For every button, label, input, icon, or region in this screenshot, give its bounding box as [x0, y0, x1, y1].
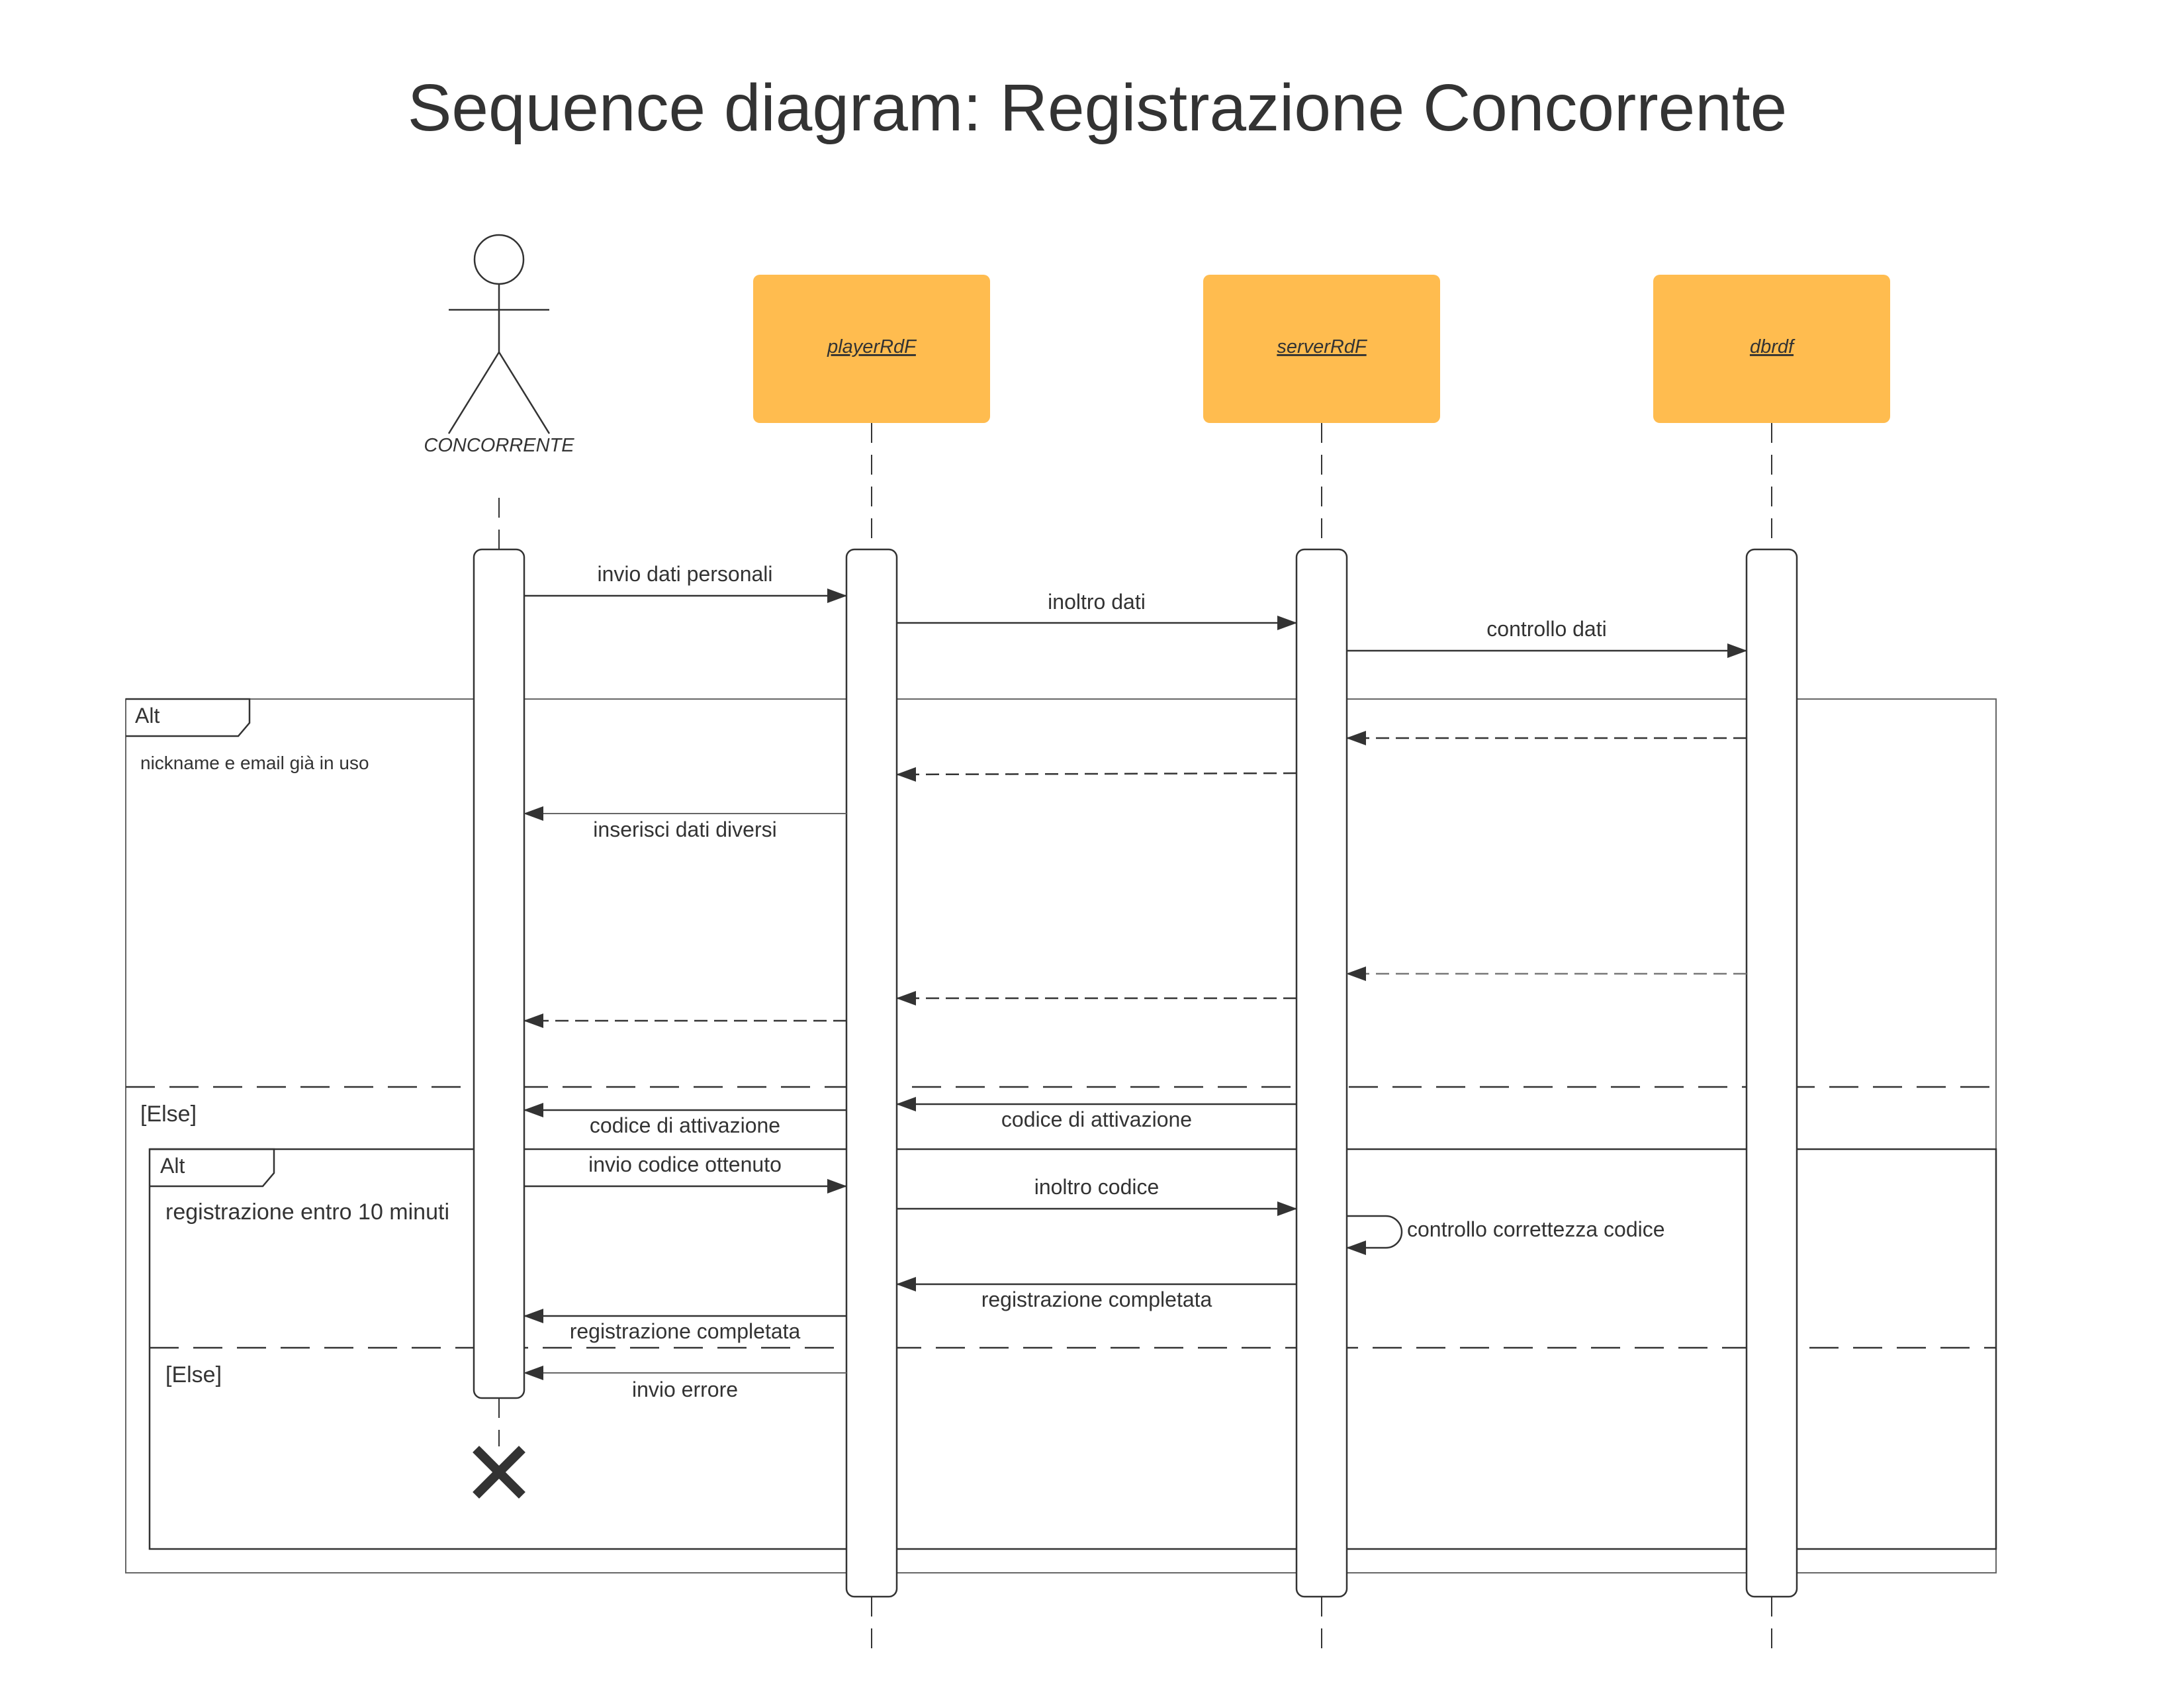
frame-else: [Else]	[140, 1102, 197, 1127]
activation-player	[845, 548, 898, 1598]
alt-frame-outer: Alt nickname e email già in uso [Else]	[125, 698, 1997, 1573]
message-label: inoltro codice	[1034, 1175, 1160, 1199]
object-label: dbrdf	[1750, 336, 1796, 357]
object-box	[753, 275, 990, 423]
message-label: inoltro dati	[1048, 590, 1146, 614]
message-label: invio codice ottenuto	[588, 1152, 782, 1176]
message-inserisci-dati: inserisci dati diversi	[523, 806, 846, 841]
message-controllo-codice: controllo correttezza codice	[1346, 1215, 1665, 1255]
message-inoltro-codice: inoltro codice	[897, 1175, 1297, 1216]
object-dbrdf: dbrdf	[1653, 275, 1890, 423]
stick-figure-icon	[447, 234, 551, 434]
frame-tag: Alt	[160, 1154, 185, 1178]
message-label: registrazione completata	[981, 1288, 1212, 1311]
object-box	[1653, 275, 1890, 423]
alt-frame-inner: Alt registrazione entro 10 minuti [Else]	[148, 1148, 1997, 1550]
message-controllo-dati: controllo dati	[1347, 617, 1747, 658]
message-label: controllo dati	[1486, 617, 1606, 641]
message-label: registrazione completata	[570, 1319, 801, 1343]
actor-concorrente: CONCORRENTE	[424, 234, 574, 456]
object-serverRdF: serverRdF	[1203, 275, 1440, 423]
message-invio-codice: invio codice ottenuto	[524, 1152, 847, 1194]
frame-guard: nickname e email già in uso	[140, 753, 369, 773]
message-inoltro-dati: inoltro dati	[897, 590, 1297, 630]
object-label: serverRdF	[1277, 336, 1368, 357]
message-codice-player: codice di attivazione	[523, 1103, 846, 1137]
message-registrazione-server: registrazione completata	[896, 1277, 1297, 1311]
return-server-player-1	[896, 767, 1297, 782]
page-title: Sequence diagram: Registrazione Concorre…	[408, 71, 1788, 145]
actor-label: CONCORRENTE	[424, 435, 574, 456]
message-registrazione-player: registrazione completata	[523, 1309, 846, 1343]
message-label: controllo correttezza codice	[1407, 1217, 1665, 1241]
message-label: invio errore	[632, 1378, 738, 1401]
activation-concorrente	[473, 548, 525, 1399]
object-label: playerRdF	[827, 336, 917, 357]
activation-server	[1295, 548, 1348, 1598]
message-label: codice di attivazione	[590, 1113, 780, 1137]
message-invio-errore: invio errore	[523, 1366, 846, 1401]
activation-db	[1745, 548, 1798, 1598]
destroy-x-icon	[473, 1446, 525, 1499]
message-invio-dati: invio dati personali	[524, 562, 847, 603]
message-label: invio dati personali	[597, 562, 772, 586]
frame-guard: registrazione entro 10 minuti	[165, 1199, 449, 1225]
object-playerRdF: playerRdF	[753, 275, 990, 423]
message-label: codice di attivazione	[1001, 1107, 1192, 1131]
frame-tag: Alt	[135, 704, 159, 727]
message-codice-server: codice di attivazione	[896, 1097, 1297, 1131]
message-label: inserisci dati diversi	[593, 818, 776, 841]
frame-else: [Else]	[165, 1362, 222, 1387]
object-box	[1203, 275, 1440, 423]
